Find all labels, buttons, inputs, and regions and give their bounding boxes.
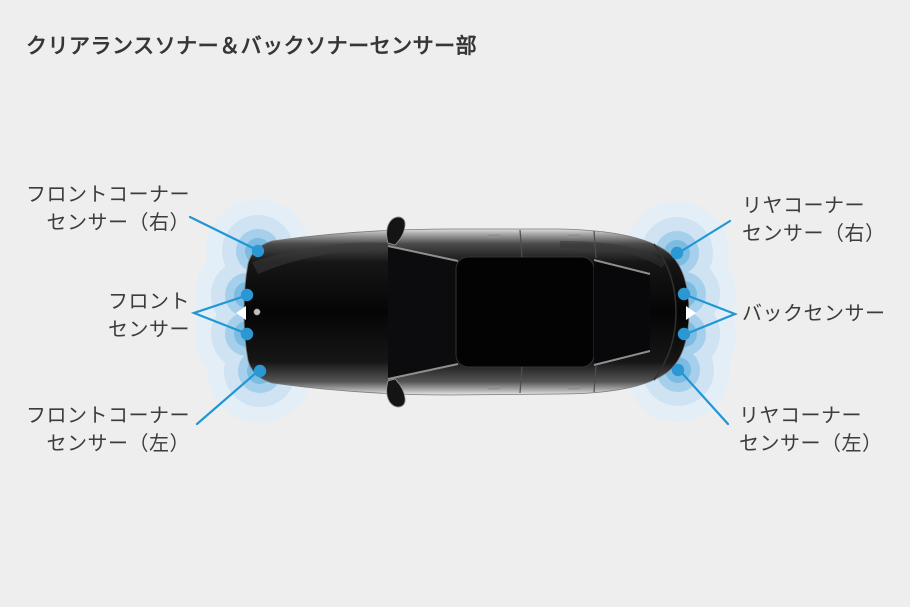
leader-front-corner-right [188,215,257,251]
side-mirror-right [386,216,406,246]
leader-front [190,294,247,335]
front-sonar-arrow-icon [236,306,246,320]
c-pillar-bottom [593,350,651,366]
sensor-dot-front-corner-right [251,244,265,258]
label-line: センサー（右） [742,223,886,245]
rear-window [594,260,650,365]
sensor-dots [240,244,691,378]
label-back-sensor: バックセンサー [742,300,886,328]
windshield [388,246,458,379]
sensor-dot-back-upper [677,287,691,301]
leader-rear-corner-right [678,219,732,254]
label-line: センサー（左） [739,433,883,455]
label-line: フロント [108,291,190,313]
rear-sonar-arrow-icon [686,306,696,320]
leader-front-corner-left [195,370,259,426]
side-mirror-left [386,378,406,408]
label-rear-corner-left-sensor: リヤコーナー センサー（左） [739,402,883,458]
trunk-seam [653,243,677,381]
roof [455,256,595,368]
label-front-sensor: フロント センサー [108,288,190,344]
leader-lines [188,215,738,426]
a-pillar-bottom [387,363,459,380]
door-seams [519,229,597,394]
sensor-dot-front-corner-left [253,364,267,378]
sensor-dot-front-lower [240,327,254,341]
c-pillar-top [593,259,651,275]
trunk-highlight [560,241,666,268]
car-top-view [236,216,696,408]
label-line: センサー（左） [46,433,190,455]
label-line: リヤコーナー [742,195,865,217]
label-line: フロントコーナー [26,405,190,427]
label-line: リヤコーナー [739,405,862,427]
hood-highlight [252,242,388,274]
sensor-dot-rear-corner-right [670,246,684,260]
label-line: センサー [108,319,190,341]
leader-rear-corner-left [679,370,730,426]
label-line: センサー（右） [46,212,190,234]
sensor-dot-front-upper [240,288,254,302]
label-line: フロントコーナー [26,184,190,206]
a-pillar-top [387,245,459,262]
label-front-corner-left-sensor: フロントコーナー センサー（左） [26,402,190,458]
front-emblem [253,308,261,316]
sensor-dot-rear-corner-left [671,363,685,377]
leader-back [684,293,738,336]
label-line: バックセンサー [742,303,886,325]
sensor-dot-back-lower [677,327,691,341]
page-title: クリアランスソナー＆バックソナーセンサー部 [26,35,478,58]
label-front-corner-right-sensor: フロントコーナー センサー（右） [26,181,190,237]
label-rear-corner-right-sensor: リヤコーナー センサー（右） [742,192,886,248]
door-handles [488,234,580,390]
